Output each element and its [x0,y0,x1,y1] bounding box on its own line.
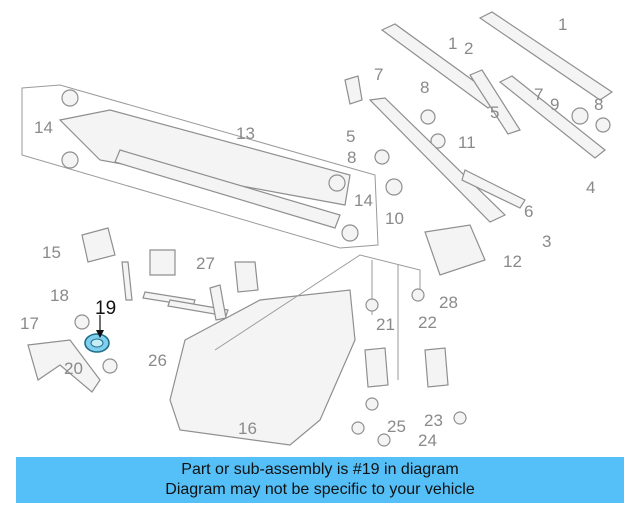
callout-7a: 7 [374,65,383,84]
callout-6: 6 [524,202,533,221]
callout-23: 23 [424,411,443,430]
part-19-highlight [84,315,110,353]
callout-16: 16 [238,419,257,438]
callout-25: 25 [387,417,406,436]
callout-8b: 8 [594,95,603,114]
info-banner: Part or sub-assembly is #19 in diagram D… [16,457,624,503]
parts-diagram: 1 1 2 7 7 8 5 9 8 5 11 8 4 14 13 14 10 6… [20,11,614,450]
callout-4: 4 [586,178,595,197]
callout-2: 2 [464,39,473,58]
callout-11: 11 [458,133,476,152]
callout-19: 19 [95,298,116,319]
callout-18: 18 [50,286,69,305]
callout-10: 10 [385,209,404,228]
callout-7b: 7 [534,85,543,104]
callout-15: 15 [42,243,61,262]
callout-5a: 5 [490,103,499,122]
banner-line-2: Diagram may not be specific to your vehi… [165,481,475,498]
callout-27: 27 [196,254,215,273]
callout-8c: 8 [347,148,356,167]
callout-20: 20 [64,359,83,378]
wiper-blade-assembly [344,11,614,196]
callout-1: 1 [558,15,567,34]
callout-24: 24 [418,431,437,450]
callout-8a: 8 [420,78,429,97]
callout-28: 28 [439,293,458,312]
callout-13: 13 [236,124,255,143]
callout-26: 26 [148,351,167,370]
wiper-frame-box [21,84,379,249]
callout-labels: 1 1 2 7 7 8 5 9 8 5 11 8 4 14 13 14 10 6… [20,15,603,450]
callout-1b: 1 [448,34,457,53]
callout-14b: 14 [354,191,373,210]
callout-17: 17 [20,314,39,333]
callout-12: 12 [503,252,522,271]
callout-3: 3 [542,232,551,251]
small-parts-left [27,227,259,393]
callout-22: 22 [418,313,437,332]
callout-21: 21 [376,315,395,334]
callout-14a: 14 [34,118,53,137]
callout-9: 9 [550,95,559,114]
wiper-linkage [368,97,526,276]
washer-reservoir [169,254,467,447]
callout-5b: 5 [346,127,355,146]
banner-line-1: Part or sub-assembly is #19 in diagram [181,461,459,478]
